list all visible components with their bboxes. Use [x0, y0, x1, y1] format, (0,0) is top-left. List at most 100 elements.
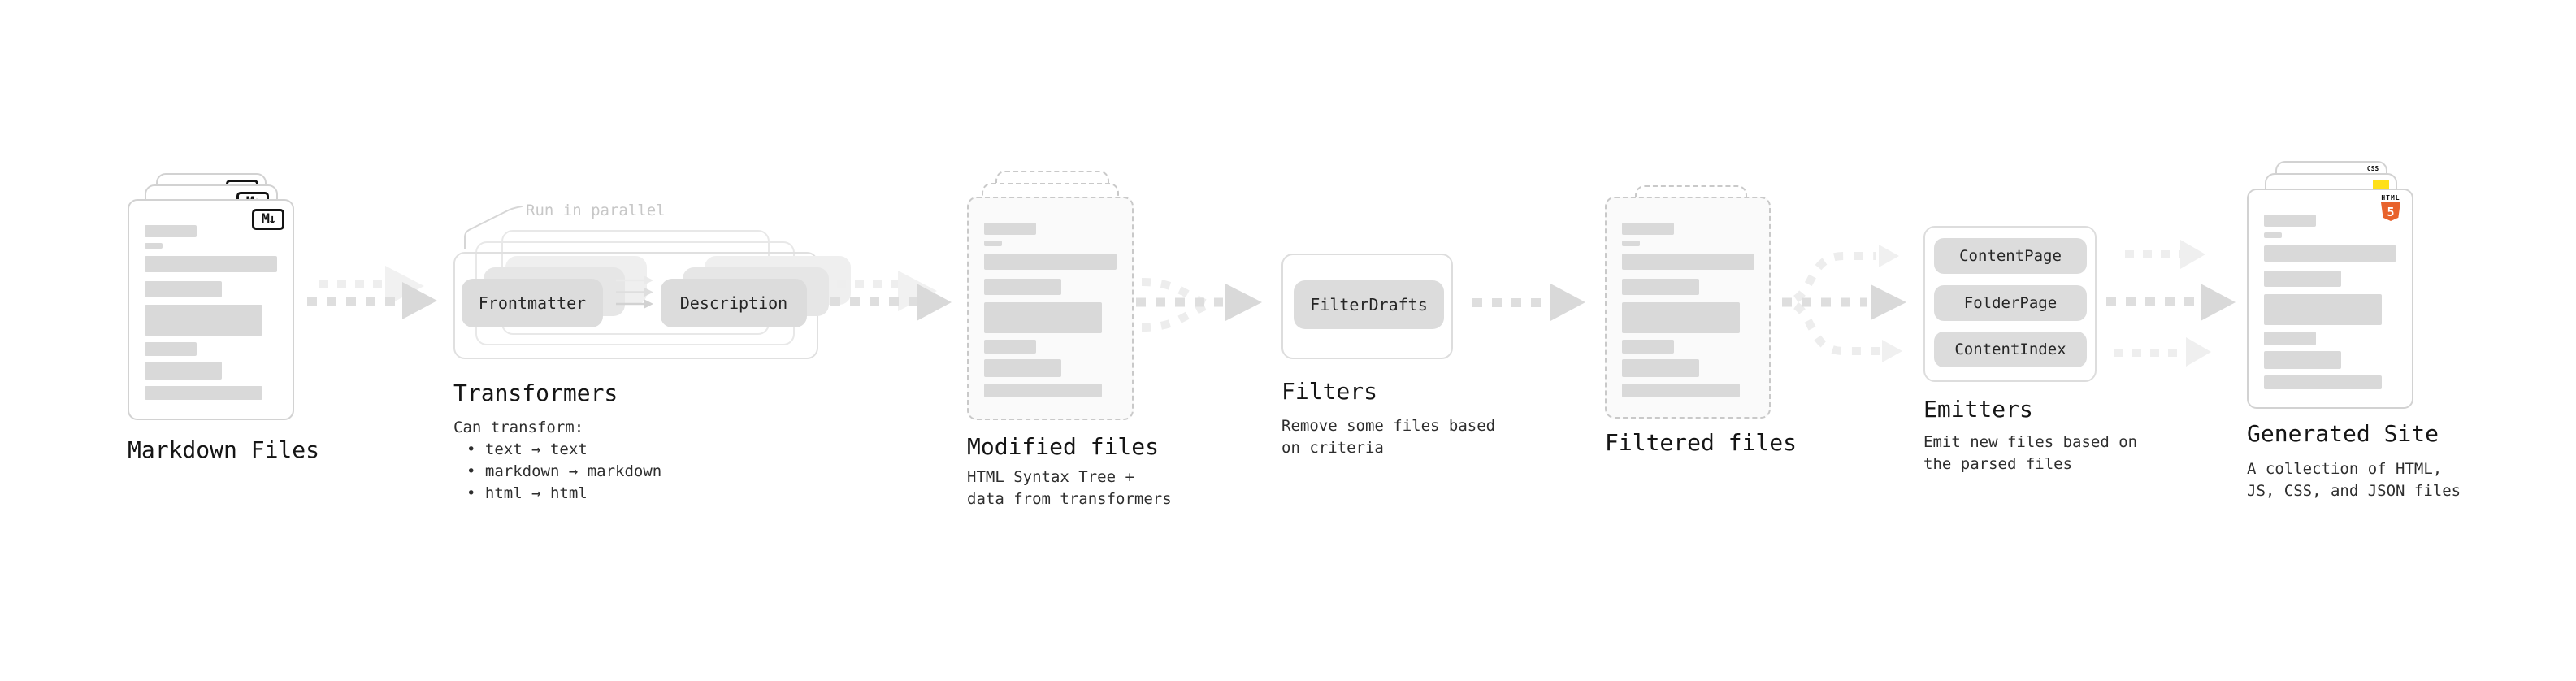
- stage-title-modified-files: Modified files: [967, 433, 1160, 460]
- emitters-caption: Emit new files based on the parsed files: [1923, 432, 2137, 475]
- stage-filters: FilterDrafts Filters Remove some files b…: [1281, 254, 1558, 465]
- modified-files-caption: HTML Syntax Tree + data from transformer…: [967, 466, 1172, 510]
- caption-line: A collection of HTML,: [2247, 460, 2443, 478]
- arrow-head-icon: [2186, 337, 2211, 367]
- caption-line: data from transformers: [967, 490, 1172, 508]
- caption-line: HTML Syntax Tree +: [967, 468, 1134, 486]
- text-line-bar: [1622, 384, 1740, 397]
- text-line-bar: [145, 281, 222, 297]
- text-line-bar: [1622, 254, 1754, 270]
- generated-file-card-front: HTML 5: [2247, 189, 2413, 409]
- arrow-head-icon: [1879, 245, 1899, 267]
- frontmatter-pill: Frontmatter: [462, 279, 603, 327]
- text-line-bar: [984, 359, 1061, 377]
- run-in-parallel-note: Run in parallel: [526, 202, 666, 219]
- html5-icon: HTML 5: [2380, 194, 2401, 221]
- text-line-bar: [984, 384, 1102, 397]
- text-line-bar: [145, 243, 163, 249]
- merge-arrow: [1136, 278, 1262, 332]
- text-line-bar: [1622, 340, 1674, 354]
- text-line-bar: [984, 254, 1117, 270]
- merge-arrow-top-curve: [1141, 278, 1216, 310]
- dashed-arrow-line: [837, 280, 899, 288]
- text-line-bar: [984, 340, 1036, 354]
- html5-icon-label: HTML: [2381, 194, 2400, 202]
- css-icon-label: CSS: [2366, 165, 2379, 172]
- text-line-bar: [984, 302, 1102, 333]
- dashed-arrow-line: [2114, 349, 2186, 357]
- stage-markdown-files: M↓ M↓ M↓ Markdown Files: [128, 173, 323, 463]
- javascript-icon: [2373, 180, 2389, 189]
- caption-bullet: • html → html: [466, 484, 588, 502]
- text-line-bar: [145, 305, 262, 336]
- arrow-head-icon: [402, 282, 437, 319]
- filtered-file-card-front: [1605, 197, 1771, 419]
- split-arrow-top-curve: [1793, 252, 1876, 303]
- split-arrow-bottom-curve: [1793, 301, 1880, 355]
- text-line-bar: [2264, 245, 2396, 262]
- caption-line: JS, CSS, and JSON files: [2247, 482, 2461, 500]
- stage-title-emitters: Emitters: [1923, 396, 2033, 423]
- stage-emitters: ContentPage FolderPage ContentIndex Emit…: [1923, 226, 2175, 486]
- text-line-bar: [2264, 375, 2382, 389]
- arrow-head-icon: [2180, 240, 2205, 269]
- text-line-bar: [2264, 294, 2382, 325]
- html5-icon-shield: 5: [2381, 202, 2400, 221]
- dashed-arrow-line: [1472, 298, 1550, 307]
- folderpage-pill: FolderPage: [1934, 285, 2087, 321]
- dashed-arrow-line: [307, 297, 401, 306]
- document-skeleton: [1622, 223, 1754, 397]
- stage-transformers: Run in parallel Frontmatter Description …: [453, 199, 851, 508]
- dashed-arrow-line: [319, 280, 384, 288]
- split-arrow: [1782, 245, 1906, 362]
- text-line-bar: [145, 386, 262, 400]
- stage-filtered-files: Filtered files: [1605, 185, 1797, 462]
- text-line-bar: [1622, 241, 1640, 246]
- generated-site-caption: A collection of HTML, JS, CSS, and JSON …: [2247, 458, 2461, 502]
- arrow-head-icon: [1225, 284, 1262, 321]
- filters-caption: Remove some files based on criteria: [1281, 415, 1495, 459]
- text-line-bar: [145, 256, 277, 272]
- caption-line: Emit new files based on: [1923, 433, 2138, 451]
- stage-title-filtered-files: Filtered files: [1605, 429, 1798, 456]
- caption-bullet: • markdown → markdown: [466, 462, 662, 480]
- text-line-bar: [2264, 332, 2316, 345]
- html5-icon-number: 5: [2387, 204, 2395, 219]
- stage-title-markdown-files: Markdown Files: [128, 436, 320, 463]
- document-skeleton: [145, 225, 277, 400]
- markdown-file-card-front: M↓: [128, 199, 294, 420]
- caption-bullet: • text → text: [466, 440, 588, 458]
- dashed-arrow-line: [830, 297, 918, 306]
- parallel-arrows-icon: [616, 275, 653, 309]
- arrow-head-icon: [1550, 284, 1585, 321]
- caption-line: Remove some files based: [1281, 417, 1496, 435]
- modified-file-card-front: [967, 197, 1134, 420]
- text-line-bar: [145, 342, 197, 356]
- dashed-arrow-line: [2106, 297, 2201, 306]
- text-line-bar: [1622, 302, 1740, 333]
- stage-title-generated-site: Generated Site: [2247, 420, 2439, 447]
- document-skeleton: [2264, 215, 2396, 389]
- arrow-head-icon: [1871, 284, 1906, 320]
- text-line-bar: [984, 279, 1061, 295]
- arrow-head-icon: [1882, 340, 1902, 362]
- text-line-bar: [1622, 279, 1699, 295]
- text-line-bar: [984, 223, 1036, 235]
- contentindex-pill: ContentIndex: [1934, 332, 2087, 367]
- caption-line: Can transform:: [453, 419, 584, 436]
- stage-modified-files: Modified files HTML Syntax Tree + data f…: [967, 171, 1172, 512]
- document-skeleton: [984, 223, 1117, 397]
- text-line-bar: [1622, 359, 1699, 377]
- arrow-head-icon: [2201, 284, 2236, 321]
- stage-title-transformers: Transformers: [453, 380, 618, 406]
- stage-generated-site: CSS HTML 5 G: [2247, 161, 2466, 510]
- description-pill: Description: [661, 279, 807, 327]
- text-line-bar: [2264, 271, 2341, 287]
- text-line-bar: [1622, 223, 1674, 235]
- stage-title-filters: Filters: [1281, 378, 1378, 405]
- text-line-bar: [984, 241, 1002, 246]
- contentpage-pill: ContentPage: [1934, 238, 2087, 274]
- text-line-bar: [2264, 232, 2282, 238]
- merge-arrow-bottom-curve: [1141, 299, 1216, 332]
